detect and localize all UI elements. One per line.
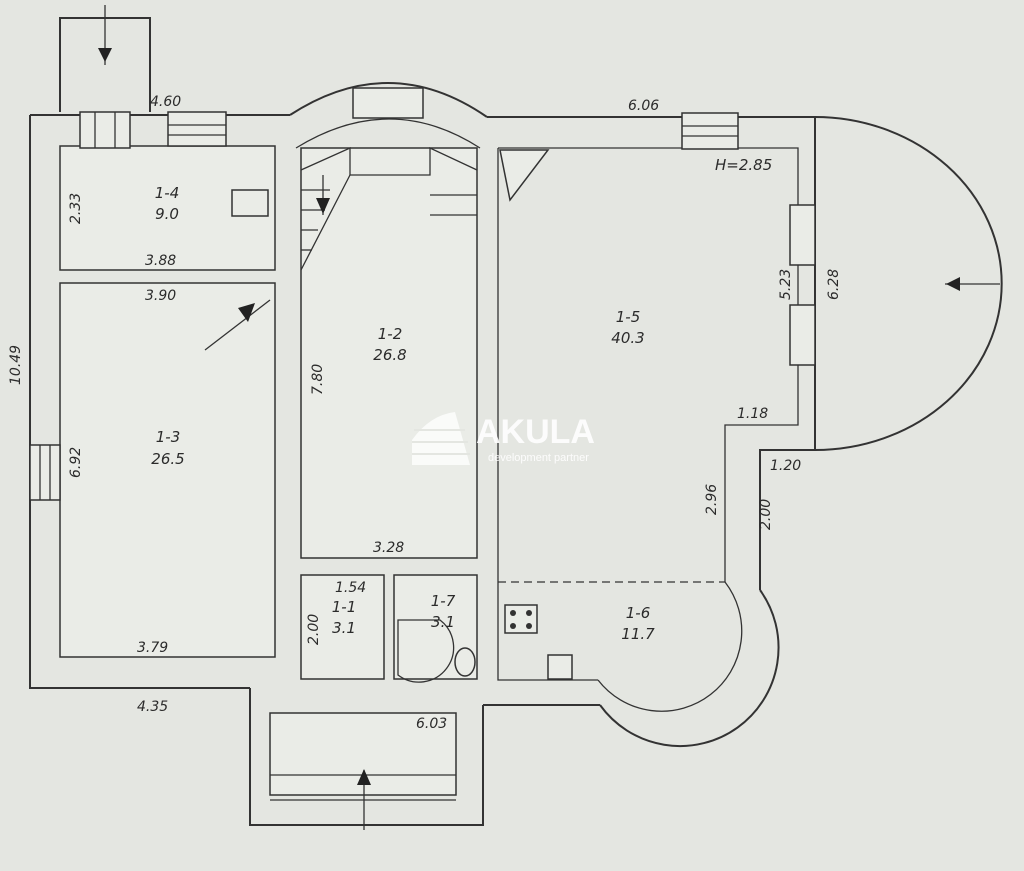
room-1-2-area: 26.8 bbox=[373, 346, 406, 364]
room-1-1-id: 1-1 bbox=[332, 598, 357, 616]
fixtures bbox=[231, 149, 573, 683]
dim-r16-side: 2.00 bbox=[758, 499, 774, 530]
inner-walls bbox=[59, 145, 799, 801]
room-1-7-id: 1-7 bbox=[431, 592, 456, 610]
room-1-7-area: 3.1 bbox=[431, 613, 455, 631]
dim-top-right: 6.06 bbox=[628, 98, 659, 114]
room-1-1-area: 3.1 bbox=[332, 619, 356, 637]
ceiling-height: H=2.85 bbox=[715, 156, 772, 174]
dim-r11-width: 1.54 bbox=[335, 580, 366, 596]
staircase bbox=[300, 146, 478, 271]
dim-r12-height: 7.80 bbox=[310, 364, 326, 395]
akula-watermark: AKULA development partner bbox=[412, 412, 595, 465]
dim-r15-wall: 5.23 bbox=[778, 269, 794, 300]
dim-r14-width: 3.88 bbox=[145, 253, 176, 269]
dim-top-left: 4.60 bbox=[150, 94, 181, 110]
room-1-2-id: 1-2 bbox=[378, 325, 403, 343]
dimension-labels: 4.60 6.06 2.33 3.88 3.90 10.49 6.92 3.79… bbox=[8, 94, 842, 732]
watermark-brand: AKULA bbox=[476, 413, 595, 451]
dim-r12-bottom: 3.28 bbox=[373, 540, 404, 556]
dim-r13-height: 6.92 bbox=[68, 447, 84, 478]
dim-bottom-left: 4.35 bbox=[137, 699, 168, 715]
room-1-6-area: 11.7 bbox=[621, 625, 655, 643]
dim-r13-bottom: 3.79 bbox=[137, 640, 168, 656]
room-1-4-id: 1-4 bbox=[155, 184, 180, 202]
dim-r14-height: 2.33 bbox=[68, 193, 84, 224]
outer-walls bbox=[29, 17, 1003, 826]
dim-r13-top: 3.90 bbox=[145, 288, 176, 304]
room-1-5-area: 40.3 bbox=[611, 329, 644, 347]
dim-bottom-mid: 6.03 bbox=[416, 716, 447, 732]
room-1-4-area: 9.0 bbox=[155, 205, 179, 223]
watermark-tagline: development partner bbox=[488, 452, 589, 464]
dim-r15-lower: 2.96 bbox=[704, 484, 720, 515]
entry-arrows bbox=[98, 5, 1000, 830]
room-1-3-id: 1-3 bbox=[156, 428, 181, 446]
room-labels: 1-4 9.0 1-3 26.5 1-2 26.8 1-5 40.3 1-1 3… bbox=[151, 184, 655, 643]
akula-logo-icon bbox=[412, 412, 470, 465]
room-1-5-id: 1-5 bbox=[616, 308, 641, 326]
dim-step-a: 1.18 bbox=[737, 406, 768, 422]
room-1-6-id: 1-6 bbox=[626, 604, 651, 622]
dim-r11-height: 2.00 bbox=[306, 614, 322, 645]
dim-bay-depth: 6.28 bbox=[826, 269, 842, 300]
dim-step-b: 1.20 bbox=[770, 458, 801, 474]
room-1-3-area: 26.5 bbox=[151, 450, 184, 468]
dim-total-left: 10.49 bbox=[8, 345, 24, 385]
windows bbox=[29, 87, 816, 501]
